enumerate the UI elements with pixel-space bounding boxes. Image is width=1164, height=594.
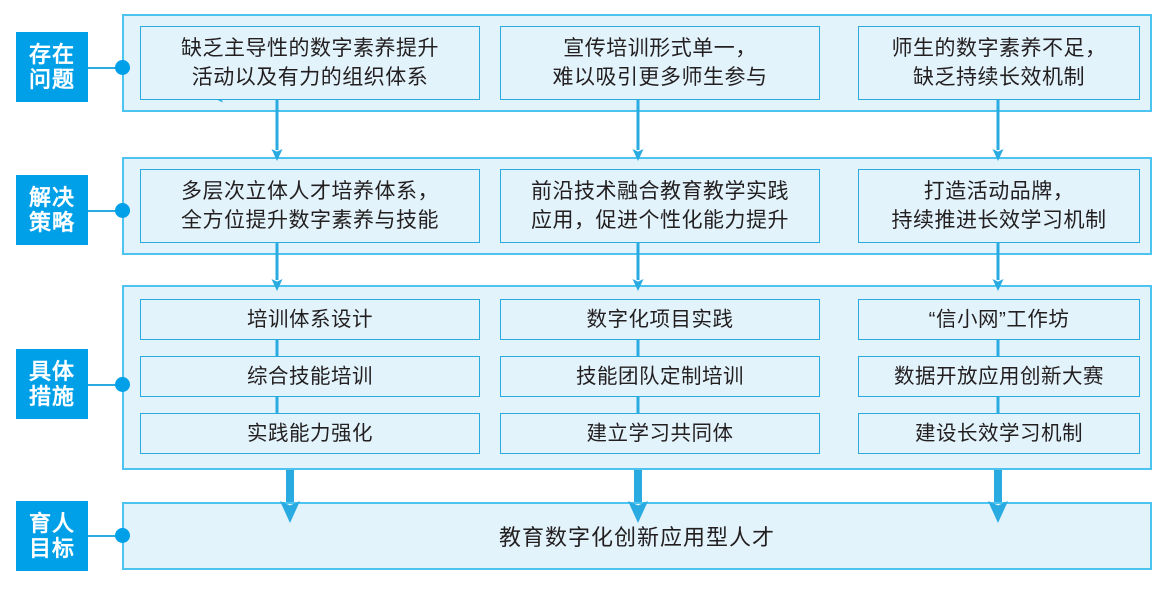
measure-box-c1-r1[interactable]: 培训体系设计 [140,299,480,340]
section-tag-problems-line2: 问题 [28,66,75,92]
section-tag-problems-line1: 存在 [28,41,75,67]
measure-box-c2-r1[interactable]: 数字化项目实践 [500,299,820,340]
tag-leader-measures [88,384,130,386]
measure-box-c2-r2[interactable]: 技能团队定制培训 [500,356,820,397]
problem-box-3[interactable]: 师生的数字素养不足， 缺乏持续长效机制 [858,26,1140,100]
measure-box-c3-r1[interactable]: “信小网”工作坊 [858,299,1140,340]
section-tag-strategies-line1: 解决 [28,184,75,210]
problem-box-1[interactable]: 缺乏主导性的数字素养提升 活动以及有力的组织体系 [140,26,480,100]
section-tag-measures-line1: 具体 [28,358,75,384]
section-tag-goal-line2: 目标 [28,535,75,561]
strategy-box-1[interactable]: 多层次立体人才培养体系， 全方位提升数字素养与技能 [140,169,480,243]
measure-box-c3-r2[interactable]: 数据开放应用创新大赛 [858,356,1140,397]
section-tag-measures-line2: 措施 [28,383,75,409]
tag-knob-problems [115,60,130,75]
section-tag-measures: 具体 措施 [16,349,88,419]
measure-box-c2-r3[interactable]: 建立学习共同体 [500,413,820,454]
tag-leader-problems [88,67,130,69]
strategy-box-3[interactable]: 打造活动品牌， 持续推进长效学习机制 [858,169,1140,243]
section-tag-strategies: 解决 策略 [16,175,88,245]
measure-box-c1-r2[interactable]: 综合技能培训 [140,356,480,397]
section-tag-strategies-line2: 策略 [28,209,75,235]
tag-leader-strategies [88,210,130,212]
strategy-box-2[interactable]: 前沿技术融合教育教学实践 应用，促进个性化能力提升 [500,169,820,243]
section-tag-goal: 育人 目标 [16,501,88,571]
goal-text: 教育数字化创新应用型人才 [498,525,775,550]
section-tag-goal-line1: 育人 [28,510,75,536]
section-tag-problems: 存在 问题 [16,32,88,102]
tag-knob-goal [115,528,130,543]
measure-box-c1-r3[interactable]: 实践能力强化 [140,413,480,454]
tag-knob-strategies [115,203,130,218]
tag-leader-goal [88,535,130,537]
tag-knob-measures [115,377,130,392]
measure-box-c3-r3[interactable]: 建设长效学习机制 [858,413,1140,454]
problem-box-2[interactable]: 宣传培训形式单一， 难以吸引更多师生参与 [500,26,820,100]
